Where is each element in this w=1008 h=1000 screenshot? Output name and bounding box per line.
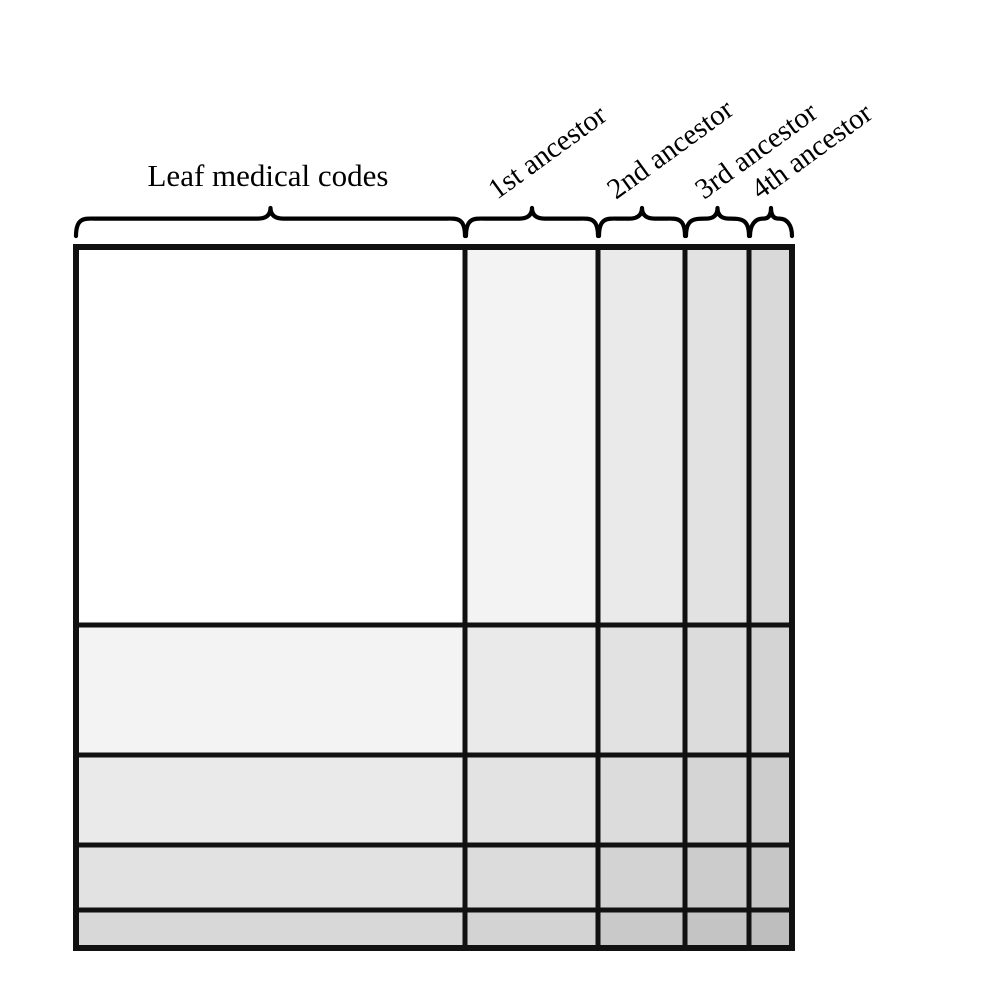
matrix-cell-r5-c5 bbox=[749, 910, 792, 948]
brace-anc1 bbox=[463, 205, 601, 239]
matrix-cell-r3-c4 bbox=[685, 755, 749, 845]
matrix-cell-r3-c5 bbox=[749, 755, 792, 845]
matrix-cell-r5-c2 bbox=[465, 910, 598, 948]
brace-anc3 bbox=[683, 205, 752, 239]
matrix-cell-r1-c4 bbox=[685, 247, 749, 625]
matrix-cell-r5-c3 bbox=[598, 910, 685, 948]
matrix-cell-r3-c1 bbox=[76, 755, 465, 845]
matrix-cell-r2-c1 bbox=[76, 625, 465, 755]
matrix-cell-r4-c2 bbox=[465, 845, 598, 910]
matrix-cell-r1-c5 bbox=[749, 247, 792, 625]
matrix-cell-r4-c5 bbox=[749, 845, 792, 910]
matrix-cell-r2-c5 bbox=[749, 625, 792, 755]
matrix-cell-r1-c1 bbox=[76, 247, 465, 625]
brace-leaf bbox=[73, 205, 468, 239]
group-braces bbox=[73, 205, 795, 239]
matrix-cell-r2-c3 bbox=[598, 625, 685, 755]
matrix-cell-r1-c3 bbox=[598, 247, 685, 625]
matrix-cell-r2-c4 bbox=[685, 625, 749, 755]
matrix-cell-r3-c2 bbox=[465, 755, 598, 845]
matrix-cell-r3-c3 bbox=[598, 755, 685, 845]
matrix-outer-border bbox=[73, 244, 795, 951]
matrix-cells bbox=[76, 247, 792, 948]
matrix-cell-r1-c2 bbox=[465, 247, 598, 625]
brace-anc2 bbox=[596, 205, 688, 239]
matrix-cell-r5-c4 bbox=[685, 910, 749, 948]
matrix-cell-r2-c2 bbox=[465, 625, 598, 755]
matrix-cell-r5-c1 bbox=[76, 910, 465, 948]
matrix-gridlines bbox=[73, 244, 795, 951]
matrix-cell-r4-c4 bbox=[685, 845, 749, 910]
group-label-leaf: Leaf medical codes bbox=[148, 158, 389, 193]
brace-anc4 bbox=[747, 205, 795, 239]
matrix-cell-r4-c3 bbox=[598, 845, 685, 910]
matrix-cell-r4-c1 bbox=[76, 845, 465, 910]
